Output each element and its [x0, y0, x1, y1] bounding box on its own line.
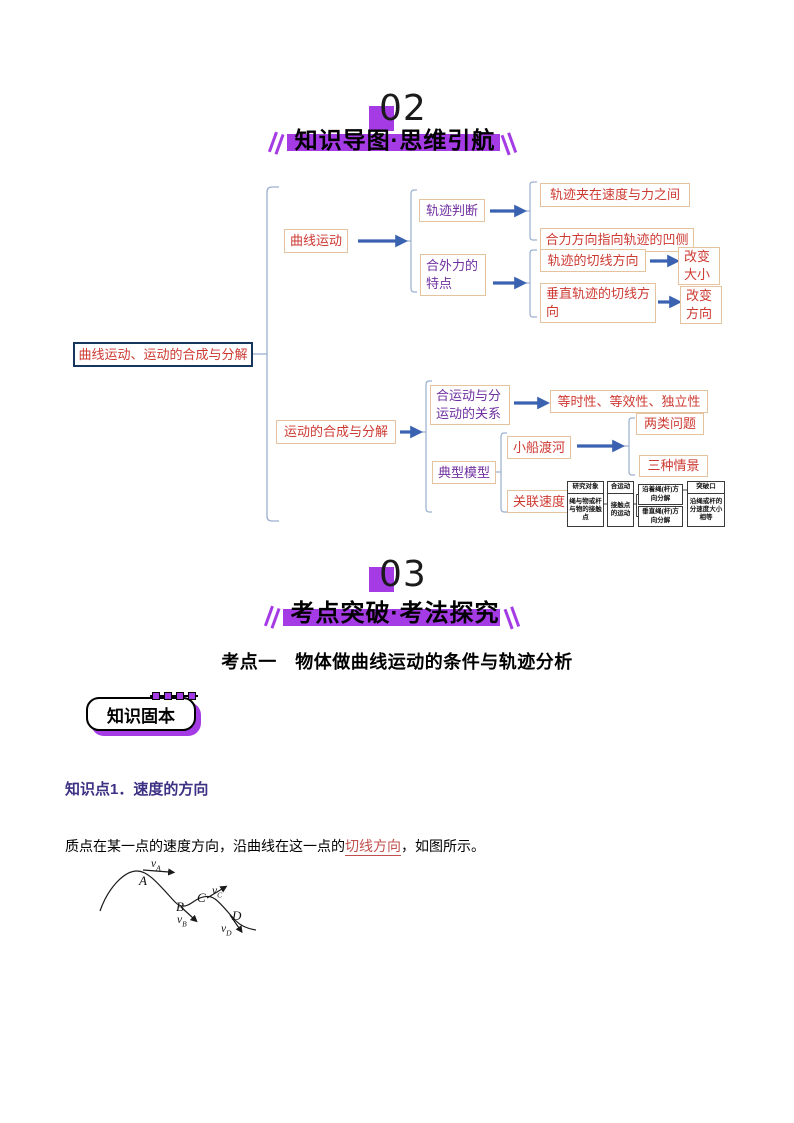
node-three-properties: 等时性、等效性、独立性	[550, 390, 708, 413]
section02-title-bar	[287, 134, 500, 151]
node-force-concave: 合力方向指向轨迹的凹侧	[540, 228, 694, 252]
node-trajectory-judge: 轨迹判断	[419, 199, 485, 222]
node-two-problems: 两类问题	[636, 413, 704, 435]
node-motion-composition: 运动的合成与分解	[276, 420, 396, 444]
para-highlight-tangent: 切线方向	[345, 838, 401, 856]
figure-point-C: C	[197, 890, 206, 905]
node-net-force-feature: 合外力的特点	[420, 254, 486, 296]
section03-title: 考点突破·考法探究	[290, 600, 500, 627]
table-c1-body: 绳与物或杆与物的接触点	[567, 493, 604, 527]
mindmap-root-node: 曲线运动、运动的合成与分解	[73, 342, 253, 367]
node-traj-between: 轨迹夹在速度与力之间	[540, 183, 690, 207]
knowledge-point-title: 知识点1．速度的方向	[65, 781, 209, 798]
figure-label-vA: vA	[151, 858, 161, 872]
table-c3-top: 沿着绳(杆)方向分解	[638, 484, 683, 505]
table-c2-body: 接触点的运动	[607, 493, 634, 527]
section03-title-bar	[283, 609, 500, 626]
node-three-scenarios: 三种情景	[639, 455, 708, 477]
para-text-before: 质点在某一点的速度方向，沿曲线在这一点的	[65, 838, 345, 854]
node-boat-crossing: 小船渡河	[507, 436, 571, 459]
section02-title: 知识导图·思维引航	[294, 127, 496, 153]
badge-squares-icon	[150, 691, 200, 703]
bracket-root	[253, 186, 279, 522]
figure-label-vC: vC	[212, 885, 222, 899]
table-c4-body: 沿绳或杆的分速度大小相等	[687, 493, 725, 527]
node-related-velocity: 关联速度	[507, 490, 571, 513]
para-text-after: ，如图所示。	[401, 838, 485, 854]
bracket-boat	[622, 417, 635, 476]
figure-point-B: B	[176, 899, 184, 914]
kaodian-heading: 考点一 物体做曲线运动的条件与轨迹分析	[221, 652, 573, 672]
node-typical-models: 典型模型	[432, 461, 496, 484]
figure-label-vD: vD	[221, 923, 232, 937]
v-sub-A: A	[156, 863, 161, 873]
v-sub-B: B	[182, 919, 187, 929]
node-relation: 合运动与分运动的关系	[430, 385, 510, 425]
knowledge-point-paragraph: 质点在某一点的速度方向，沿曲线在这一点的切线方向，如图所示。	[65, 836, 485, 856]
figure-point-A: A	[139, 873, 147, 888]
figure-label-vB: vB	[177, 914, 187, 928]
bracket-curve-motion	[405, 189, 417, 293]
knowledge-badge: 知识固本	[86, 697, 196, 731]
figure-point-D: D	[232, 908, 242, 923]
v-symbol: v	[151, 858, 157, 870]
node-change-direction: 改变方向	[680, 286, 722, 324]
v-sub-D: D	[226, 928, 232, 938]
section03-number: 03	[379, 554, 427, 595]
v-sub-C: C	[217, 890, 223, 900]
section02-number: 02	[379, 88, 427, 129]
node-perpendicular-tangent: 垂直轨迹的切线方向	[540, 283, 656, 323]
node-change-magnitude: 改变大小	[678, 247, 720, 285]
node-tangent-dir: 轨迹的切线方向	[540, 249, 646, 272]
bracket-net-force	[524, 249, 537, 318]
node-curve-motion: 曲线运动	[284, 229, 348, 253]
section03-square-icon	[369, 567, 394, 592]
table-c3-bottom: 垂直绳(杆)方向分解	[638, 506, 683, 527]
section02-square-icon	[369, 106, 394, 131]
bracket-typical-models	[496, 432, 507, 513]
bracket-trajectory-judge	[524, 181, 537, 241]
